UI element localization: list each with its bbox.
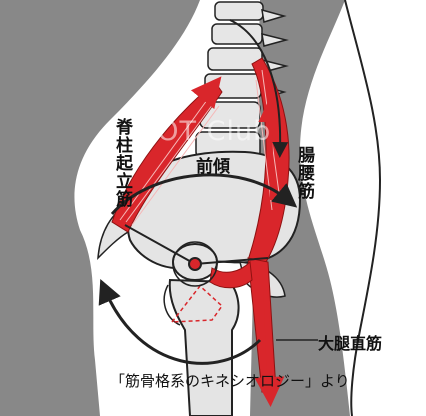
watermark: POT Club (140, 116, 272, 147)
lever-line-right (194, 257, 269, 265)
hip-joint-axis (188, 257, 202, 271)
rectus-femoris-label: 大腿直筋 (318, 334, 383, 353)
greater-trochanter (163, 284, 181, 326)
body-silhouette (0, 0, 200, 416)
erector-spinae-muscle (111, 81, 223, 233)
hip-joint-ring (172, 241, 218, 287)
femur-bone (168, 278, 240, 416)
erector-pull-arrow (168, 76, 222, 142)
tilt-arc-lower (98, 278, 262, 365)
source-citation: 「筋骨格系のキネシオロジー」より (110, 372, 350, 390)
erector-spinae-label: 脊柱起立筋 (112, 118, 132, 208)
lever-line-left (124, 224, 196, 265)
rectus-pull-arrow (254, 289, 285, 407)
anterior-tilt-label: 前傾 (196, 157, 230, 177)
dashed-muscle-outline (170, 284, 223, 323)
tilt-arc-upper (110, 173, 298, 215)
pectineus-muscle (209, 260, 253, 289)
erector-spinae-fibers (119, 95, 220, 226)
spine-curve-arrow (229, 19, 289, 158)
body-silhouette-front-edge (344, 0, 382, 416)
iliopsoas-label: 腸腰筋 (294, 146, 314, 200)
